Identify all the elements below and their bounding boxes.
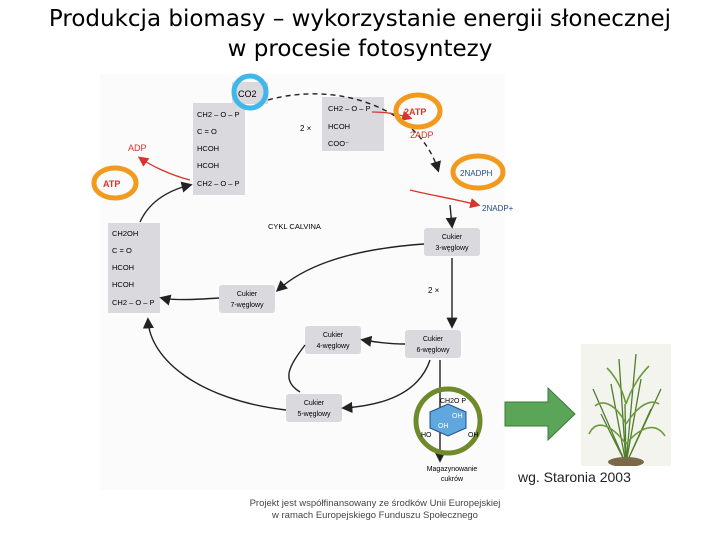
ribulose-line: CH2 – O – P — [197, 110, 240, 119]
atp-left-label: ATP — [103, 179, 120, 189]
arrow-to-sugar5 — [341, 359, 431, 414]
sugar4-line2: 4-węglowy — [316, 343, 350, 350]
times2-mid-label: 2 × — [428, 286, 440, 295]
sugar7-box — [219, 285, 275, 313]
sugar5-line2: 5-węglowy — [297, 411, 331, 418]
green-arrow — [504, 386, 576, 442]
sugar6-line2: 6-węglowy — [416, 347, 450, 354]
dhap-line: CH2OH — [112, 229, 138, 238]
arrow-to-ribulose — [139, 181, 193, 223]
slide-title-line-2: w procesie fotosyntezy — [227, 36, 493, 62]
calvin-cycle-label: CYKL CALVINA — [268, 222, 321, 231]
pga-line: CH2 – O – P — [328, 104, 371, 113]
dhap-line: CH2 – O – P — [112, 298, 155, 307]
arrow-sugar7-to-dhap — [159, 294, 220, 306]
dhap-line: HCOH — [112, 263, 134, 272]
footer-line-1: Projekt jest współfinansowany ze środków… — [249, 498, 501, 509]
arrow-sugar4-to-5 — [288, 344, 306, 393]
sugar7-line2: 7-węglowy — [230, 302, 264, 309]
ribulose-box — [193, 103, 245, 195]
co2-blue-ring — [231, 73, 269, 111]
slide-title-line-1: Produkcja biomasy – wykorzystanie energi… — [48, 6, 672, 32]
dhap-box — [108, 223, 160, 313]
sugar6-line1: Cukier — [423, 336, 444, 343]
sugar5-line1: Cukier — [304, 400, 325, 407]
ribulose-line: CH2 – O – P — [197, 179, 240, 188]
co2-label: CO2 — [238, 89, 257, 99]
storage-line1: Magazynowanie — [427, 466, 478, 473]
nadph-label: 2NADPH — [460, 169, 493, 178]
atp-left-orange-ring — [91, 165, 139, 201]
sugar3-box — [424, 228, 480, 256]
footer-line-2: w ramach Europejskiego Funduszu Społeczn… — [272, 510, 478, 521]
cycle-arc-top — [267, 93, 441, 173]
nadp-arrow — [409, 189, 481, 209]
ribulose-line: C = O — [197, 127, 217, 136]
sugar4-line1: Cukier — [323, 332, 344, 339]
dhap-line: HCOH — [112, 280, 134, 289]
glucose-oh: OH — [468, 432, 479, 439]
glucose-oh: OH — [438, 423, 449, 430]
nadp-label: 2NADP+ — [482, 204, 514, 213]
adp-top-label: 2ADP — [410, 130, 434, 140]
glucose-oh: HO — [421, 432, 432, 439]
glucose-top-label: CH2O P — [440, 398, 466, 405]
atp-orange-ring — [393, 92, 443, 130]
adp-left-label: ADP — [128, 143, 147, 153]
glucose-oh: OH — [452, 413, 463, 420]
adp-arrow-left — [137, 156, 191, 181]
sugar7-line1: Cukier — [237, 291, 258, 298]
atp-top-label: 2ATP — [404, 107, 426, 117]
pga-line: HCOH — [328, 122, 350, 131]
pga-line: COO⁻ — [328, 139, 349, 148]
sugar3-line2: 3-węglowy — [435, 245, 469, 252]
sugar3-line1: Cukier — [442, 234, 463, 241]
arrow-to-dhap — [142, 317, 287, 411]
arrow-to-sugar7 — [275, 243, 425, 292]
credit-text: wg. Staronia 2003 — [518, 469, 631, 485]
pga-formula: CH2 – O – P HCOH COO⁻ — [328, 104, 371, 148]
dhap-line: C = O — [112, 246, 132, 255]
ribulose-formula: CH2 – O – P C = O HCOH HCOH CH2 – O – P — [197, 110, 240, 188]
pga-box — [322, 97, 384, 151]
co2-box — [232, 82, 268, 104]
times2-top-label: 2 × — [300, 124, 312, 133]
glucose-green-ring — [413, 386, 483, 456]
nadph-orange-ring — [450, 153, 506, 191]
dhap-formula: CH2OH C = O HCOH HCOH CH2 – O – P — [112, 229, 155, 307]
sugar6-box — [405, 330, 461, 358]
ribulose-line: HCOH — [197, 144, 219, 153]
plant-image — [581, 344, 671, 466]
arrow-to-sugar3 — [445, 204, 457, 229]
sugar4-box — [305, 326, 361, 354]
storage-line2: cukrów — [441, 476, 464, 483]
ribulose-line: HCOH — [197, 161, 219, 170]
glucose-ring-shape — [429, 403, 467, 437]
sugar5-box — [286, 394, 342, 422]
arrow-to-sugar4 — [360, 335, 406, 347]
